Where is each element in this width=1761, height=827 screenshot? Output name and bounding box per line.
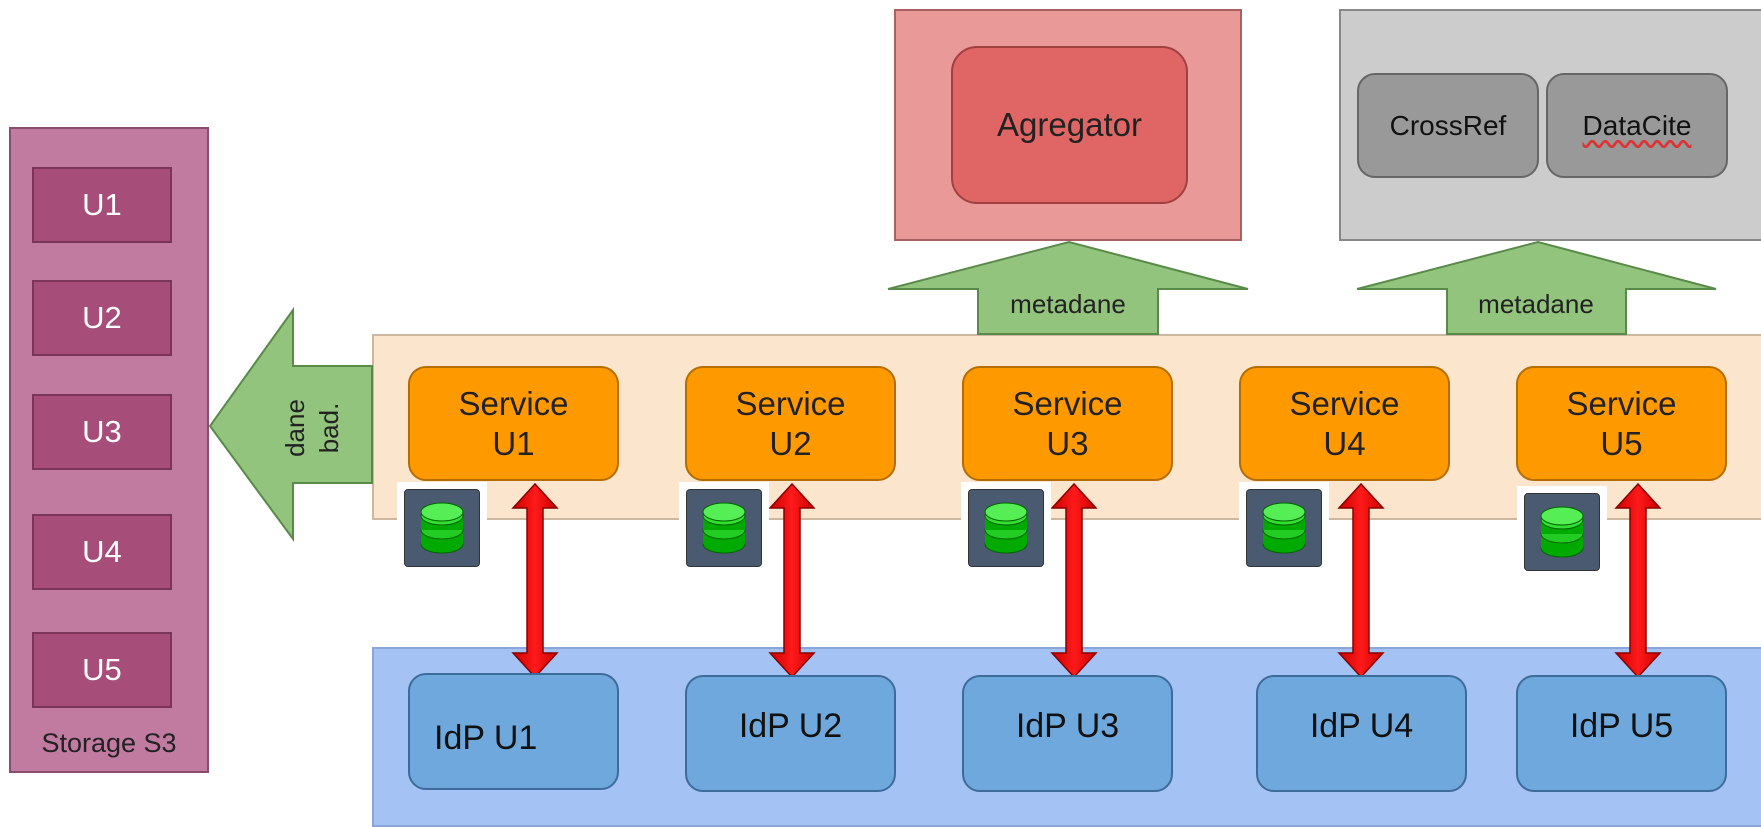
crossref-box: CrossRef	[1357, 73, 1539, 178]
database-icon	[404, 489, 480, 567]
service-u5-line1: Service	[1566, 384, 1677, 422]
auth-arrow-u1	[511, 482, 559, 679]
idp-u3: IdP U3	[962, 675, 1173, 792]
database-u4-wrap	[1239, 482, 1329, 574]
database-u5-wrap	[1517, 486, 1607, 578]
metadata-arrow-pid	[1356, 240, 1717, 335]
service-u4-line2: U4	[1323, 424, 1366, 462]
service-u5: Service U5	[1516, 366, 1727, 481]
idp-u2: IdP U2	[685, 675, 896, 792]
service-u4-line1: Service	[1289, 384, 1400, 422]
idp-u1: IdP U1	[408, 673, 619, 790]
service-u1: Service U1	[408, 366, 619, 481]
service-u3: Service U3	[962, 366, 1173, 481]
data-label-line2: bad.	[314, 403, 344, 454]
storage-s3-container: U1 U2 U3 U4 U5 Storage S3	[9, 127, 209, 773]
service-u4: Service U4	[1239, 366, 1450, 481]
service-u5-line2: U5	[1600, 424, 1643, 462]
storage-item-u3: U3	[32, 394, 172, 470]
storage-item-u4: U4	[32, 514, 172, 590]
database-icon	[686, 489, 762, 567]
database-u3-wrap	[961, 482, 1051, 574]
service-u2-line1: Service	[735, 384, 846, 422]
service-u1-line1: Service	[458, 384, 569, 422]
service-u2-line2: U2	[769, 424, 812, 462]
database-u1-wrap	[397, 482, 487, 574]
auth-arrow-u5	[1614, 482, 1662, 679]
metadata-label-pid: metadane	[1478, 289, 1594, 319]
data-label-line1: dane	[280, 399, 310, 457]
service-u3-line1: Service	[1012, 384, 1123, 422]
crossref-label: CrossRef	[1389, 109, 1507, 141]
service-u3-line2: U3	[1046, 424, 1089, 462]
database-icon	[1524, 493, 1600, 571]
datacite-label: DataCite	[1582, 109, 1692, 141]
storage-item-u5: U5	[32, 632, 172, 708]
idp-u4: IdP U4	[1256, 675, 1467, 792]
database-icon	[1246, 489, 1322, 567]
database-icon	[968, 489, 1044, 567]
data-arrow-storage	[208, 306, 373, 543]
auth-arrow-u2	[768, 482, 816, 679]
aggregator-box: Agregator	[951, 46, 1188, 204]
service-u1-line2: U1	[492, 424, 535, 462]
metadata-label-aggregator: metadane	[1010, 289, 1126, 319]
storage-item-u1: U1	[32, 167, 172, 243]
service-u2: Service U2	[685, 366, 896, 481]
storage-item-u2: U2	[32, 280, 172, 356]
database-u2-wrap	[679, 482, 769, 574]
auth-arrow-u3	[1050, 482, 1098, 679]
storage-label: Storage S3	[41, 727, 177, 758]
auth-arrow-u4	[1337, 482, 1385, 679]
datacite-box: DataCite	[1546, 73, 1728, 178]
idp-u5: IdP U5	[1516, 675, 1727, 792]
metadata-arrow-aggregator	[887, 240, 1249, 335]
